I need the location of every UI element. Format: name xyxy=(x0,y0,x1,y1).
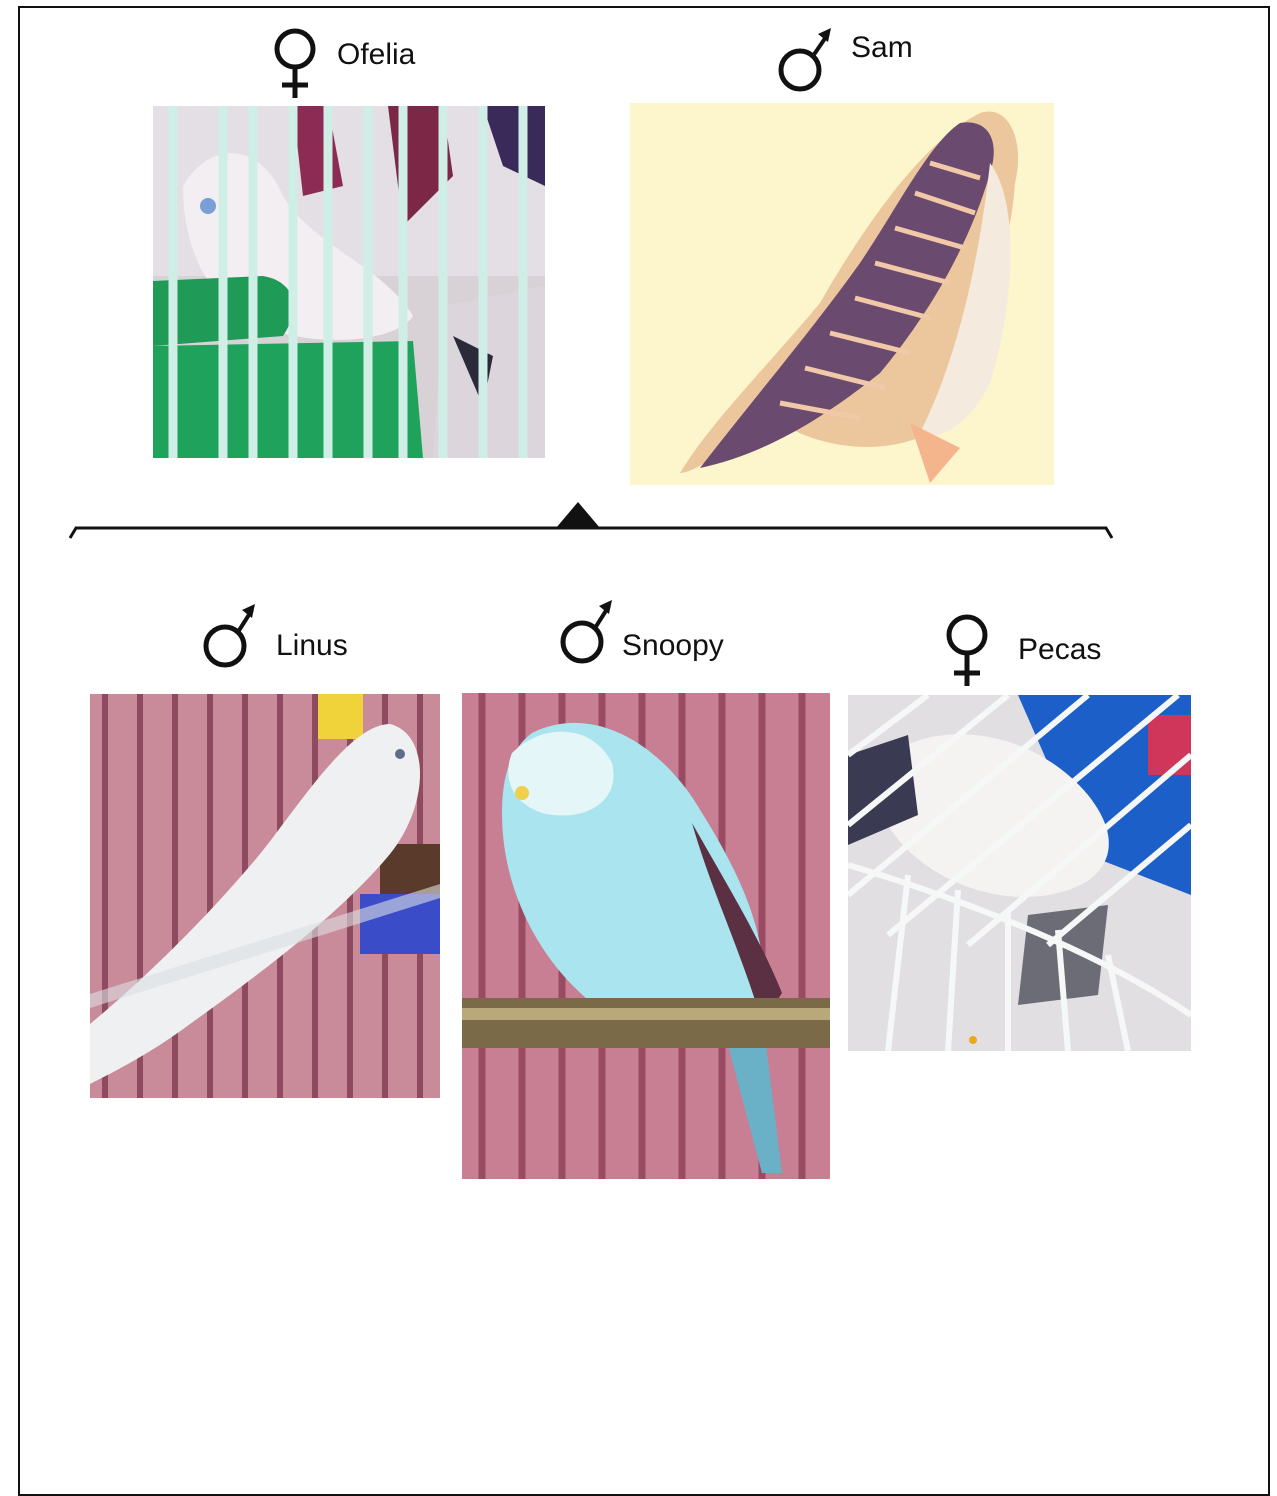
lineage-bracket xyxy=(66,496,1116,546)
male-symbol-icon xyxy=(200,602,260,668)
female-symbol-icon xyxy=(268,28,324,100)
female-symbol-icon xyxy=(940,614,996,688)
photo-pecas xyxy=(848,695,1191,1051)
offspring-name-snoopy: Snoopy xyxy=(622,629,724,663)
photo-snoopy xyxy=(462,693,830,1179)
photo-ofelia xyxy=(153,106,545,458)
photo-sam xyxy=(630,103,1054,485)
male-symbol-icon xyxy=(557,598,617,664)
parent-name-ofelia: Ofelia xyxy=(337,38,415,72)
photo-linus xyxy=(90,694,440,1098)
parent-name-sam: Sam xyxy=(851,31,913,65)
offspring-name-linus: Linus xyxy=(276,629,348,663)
offspring-name-pecas: Pecas xyxy=(1018,633,1101,667)
male-symbol-icon xyxy=(776,26,836,92)
